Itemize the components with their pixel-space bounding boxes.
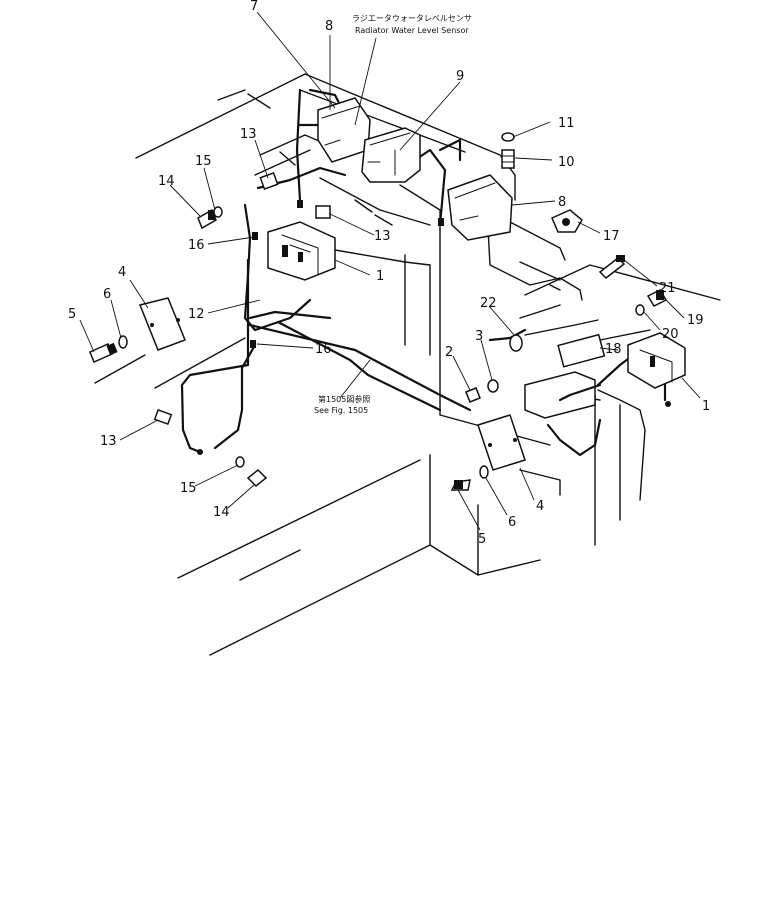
sensor-note-en: Radiator Water Level Sensor xyxy=(355,26,469,35)
plate-left xyxy=(138,297,186,351)
pin-21 xyxy=(598,255,626,279)
sensor-note-jp: ラジエータウォータレベルセンサ xyxy=(352,14,472,23)
plate-right xyxy=(477,414,526,471)
clamp-13-bottom xyxy=(153,408,173,426)
bolt-10 xyxy=(501,149,515,169)
callout-14: 14 xyxy=(213,505,230,520)
callout-15: 15 xyxy=(180,481,197,496)
callout-5: 5 xyxy=(68,307,76,322)
nut-11 xyxy=(501,132,515,142)
components xyxy=(89,97,686,491)
callout-5: 5 xyxy=(478,532,486,547)
radiator-sensor-block xyxy=(361,127,421,183)
callout-4: 4 xyxy=(118,265,126,280)
callout-22: 22 xyxy=(480,296,497,311)
callout-15: 15 xyxy=(195,154,212,169)
machine-body xyxy=(94,73,721,656)
callout-6: 6 xyxy=(508,515,516,530)
bracket-17 xyxy=(551,209,583,233)
callout-16: 16 xyxy=(315,342,332,357)
bolt-14-top xyxy=(197,208,217,230)
callout-13: 13 xyxy=(374,229,391,244)
callout-17: 17 xyxy=(603,229,620,244)
work-lamp-top xyxy=(317,97,371,163)
washer-left xyxy=(118,335,128,349)
callout-1: 1 xyxy=(376,269,384,284)
grommet-3 xyxy=(487,379,499,393)
bolt-right xyxy=(450,479,471,491)
clamp-13-top xyxy=(259,172,279,190)
callout-18: 18 xyxy=(605,342,622,357)
nut-2 xyxy=(465,387,481,403)
callout-21: 21 xyxy=(659,281,676,296)
callout-3: 3 xyxy=(475,329,483,344)
leader-lines xyxy=(79,11,701,531)
washer-20 xyxy=(635,304,645,316)
callout-8: 8 xyxy=(558,195,566,210)
callout-9: 9 xyxy=(456,69,464,84)
callout-13: 13 xyxy=(100,434,117,449)
callout-1: 1 xyxy=(702,399,710,414)
callout-14: 14 xyxy=(158,174,175,189)
callout-11: 11 xyxy=(558,116,575,131)
washer-15-top xyxy=(213,206,223,218)
rear-lamp-right xyxy=(627,332,686,389)
bushing-22 xyxy=(509,334,523,352)
ref-note-jp: 第1505図参照 xyxy=(318,394,370,404)
callout-6: 6 xyxy=(103,287,111,302)
callout-8: 8 xyxy=(325,19,333,34)
callout-12: 12 xyxy=(188,307,205,322)
annotations: ラジエータウォータレベルセンサ Radiator Water Level Sen… xyxy=(314,14,472,415)
clip-16-top xyxy=(252,232,258,240)
bolt-left xyxy=(89,342,118,364)
rear-lamp-left xyxy=(267,221,336,281)
callout-7: 7 xyxy=(250,0,258,14)
callout-16: 16 xyxy=(188,238,205,253)
callout-19: 19 xyxy=(687,313,704,328)
callout-2: 2 xyxy=(445,345,453,360)
clip-16-bottom xyxy=(250,340,256,348)
callout-numbers: 7 8 9 11 10 13 15 14 8 17 13 16 1 4 21 6… xyxy=(68,0,710,547)
washer-15-bottom xyxy=(235,456,245,468)
callout-13: 13 xyxy=(240,127,257,142)
callout-10: 10 xyxy=(558,155,575,170)
callout-4: 4 xyxy=(536,499,544,514)
work-lamp-right xyxy=(447,174,513,241)
clamp-13-mid xyxy=(315,205,331,219)
ref-note-en: See Fig. 1505 xyxy=(314,406,368,415)
bolt-14-bottom xyxy=(246,468,268,488)
washer-right xyxy=(479,465,489,479)
callout-20: 20 xyxy=(662,327,679,342)
